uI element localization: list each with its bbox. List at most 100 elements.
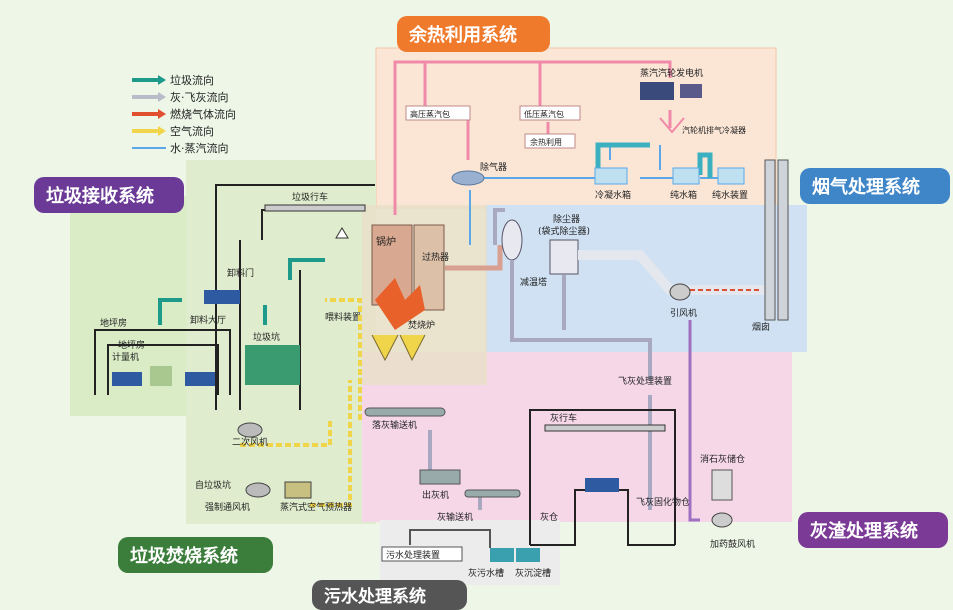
weigher-label: 计量机 bbox=[112, 351, 139, 363]
forced-fan-label: 强制通风机 bbox=[205, 501, 250, 513]
chimney-1 bbox=[764, 159, 776, 321]
cond-tank-label: 冷凝水箱 bbox=[595, 189, 631, 201]
lp-steam-box bbox=[519, 105, 581, 121]
weigh-house-label: 地坪房 bbox=[100, 317, 127, 329]
legend-label-water: 水·蒸汽流向 bbox=[170, 141, 229, 155]
from-pit-label: 自垃圾坑 bbox=[195, 479, 231, 491]
lime-feed bbox=[688, 320, 700, 522]
ash-flow bbox=[428, 208, 652, 510]
fly-ash-cure-label: 飞灰固化物仓 bbox=[636, 496, 690, 508]
flue-gas-zone bbox=[485, 205, 807, 352]
pure-tank bbox=[672, 167, 700, 185]
chimney-label: 烟囱 bbox=[752, 321, 770, 333]
legend-arrow-ash bbox=[158, 92, 166, 102]
tag-wastewater: 污水处理系统 bbox=[312, 580, 467, 610]
ash-water-tank-label: 灰污水槽 bbox=[468, 567, 504, 579]
turbine-condenser-label: 汽轮机排气冷凝器 bbox=[682, 125, 746, 135]
dust-collector-label: 除尘器 bbox=[553, 213, 580, 225]
tag-ash-slag-text: 灰渣处理系统 bbox=[810, 520, 918, 542]
tag-waste-receiving-text: 垃圾接收系统 bbox=[46, 185, 154, 207]
waste-heat-zone bbox=[375, 47, 777, 209]
turbine-body bbox=[640, 82, 674, 100]
ash-settle-tank bbox=[516, 548, 540, 562]
flame bbox=[375, 278, 425, 330]
water-treat-label: 污水处理装置 bbox=[386, 549, 440, 561]
residual-heat-label: 余热利用 bbox=[530, 137, 562, 147]
condenser-shape bbox=[659, 117, 685, 134]
air-preheater-label: 蒸汽式空气预热器 bbox=[280, 501, 352, 513]
lime-silo bbox=[711, 469, 733, 501]
secondary-fan-label: 二次风机 bbox=[232, 436, 268, 448]
dust-collector-label-2: (袋式除尘器) bbox=[538, 225, 590, 237]
boiler-label: 锅炉 bbox=[376, 236, 396, 248]
slag-conveyor bbox=[364, 407, 446, 417]
fly-ash-device-label: 飞灰处理装置 bbox=[618, 375, 672, 387]
ash-out-machine bbox=[419, 469, 461, 485]
chimney-2 bbox=[777, 159, 789, 321]
water-return bbox=[409, 529, 491, 548]
deaerator-label: 除气器 bbox=[480, 161, 507, 173]
forced-fan bbox=[245, 482, 271, 498]
waste-flow bbox=[158, 258, 325, 325]
gas-duct bbox=[445, 245, 503, 271]
tag-waste-heat: 余热利用系统 bbox=[397, 16, 550, 52]
weigh-panel bbox=[150, 366, 172, 386]
legend-label-air: 空气流向 bbox=[170, 124, 214, 138]
pure-device bbox=[717, 167, 745, 185]
residual-heat-box bbox=[524, 133, 576, 149]
tag-incineration-text: 垃圾焚烧系统 bbox=[130, 545, 238, 567]
cooling-tower bbox=[501, 219, 523, 261]
pure-tank-label: 纯水箱 bbox=[670, 189, 697, 201]
dust-collector bbox=[549, 239, 579, 275]
tag-flue-gas-text: 烟气处理系统 bbox=[812, 176, 920, 198]
tag-incineration: 垃圾焚烧系统 bbox=[118, 537, 273, 573]
pit-fill bbox=[245, 345, 300, 385]
pure-device-label: 纯水装置 bbox=[712, 189, 748, 201]
ash-crane-label: 灰行车 bbox=[550, 412, 577, 424]
lime-silo-label: 消石灰储仓 bbox=[700, 453, 745, 465]
ash-truck bbox=[585, 478, 619, 492]
tag-flue-gas: 烟气处理系统 bbox=[800, 168, 950, 204]
lp-steam-label: 低压蒸汽包 bbox=[524, 109, 564, 119]
water-treat-box bbox=[381, 546, 463, 562]
feeder-label: 喂料装置 bbox=[325, 311, 361, 323]
legend-label-ash: 灰·飞灰流向 bbox=[170, 90, 229, 104]
incinerator-label: 焚烧炉 bbox=[408, 319, 435, 331]
ash-crane-rail bbox=[544, 424, 666, 432]
tag-waste-heat-text: 余热利用系统 bbox=[408, 24, 517, 46]
id-fan-label: 引风机 bbox=[670, 307, 697, 319]
pit-label: 垃圾坑 bbox=[253, 331, 280, 343]
secondary-fan bbox=[237, 422, 263, 438]
hp-steam-box bbox=[405, 105, 471, 121]
teal-water-pipes bbox=[595, 142, 713, 178]
legend-label-gas: 燃烧气体流向 bbox=[170, 107, 236, 121]
ash-out-label: 出灰机 bbox=[422, 489, 449, 501]
incineration-zone bbox=[186, 160, 376, 524]
hp-steam-label: 高压蒸汽包 bbox=[410, 109, 450, 119]
weigh-truck-1 bbox=[112, 372, 142, 386]
hoppers bbox=[371, 334, 426, 362]
unload-hall-label: 卸料大厅 bbox=[190, 314, 226, 326]
id-fan bbox=[669, 283, 691, 301]
legend-label-waste: 垃圾流向 bbox=[170, 73, 214, 87]
steam-pipes bbox=[393, 60, 672, 215]
crane-label: 垃圾行车 bbox=[292, 191, 328, 203]
dosing-fan-label: 加药鼓风机 bbox=[710, 538, 755, 550]
dosing-fan bbox=[711, 512, 733, 528]
air-flow bbox=[240, 298, 362, 507]
ash-conveyor bbox=[464, 489, 521, 498]
legend-arrow-gas bbox=[158, 109, 166, 119]
ash-water-tank bbox=[490, 548, 514, 562]
superheater-label: 过热器 bbox=[422, 251, 449, 263]
slag-conveyor-label: 落灰输送机 bbox=[372, 419, 417, 431]
ash-settle-tank-label: 灰沉淀槽 bbox=[515, 567, 551, 579]
air-preheater bbox=[284, 481, 312, 499]
generator-body bbox=[680, 84, 702, 98]
ash-conveyor-label: 灰输送机 bbox=[437, 511, 473, 523]
legend-arrow-air bbox=[158, 126, 166, 136]
garbage-truck bbox=[204, 290, 240, 304]
legend-arrow-waste bbox=[158, 75, 166, 85]
grab-bucket bbox=[335, 227, 349, 239]
